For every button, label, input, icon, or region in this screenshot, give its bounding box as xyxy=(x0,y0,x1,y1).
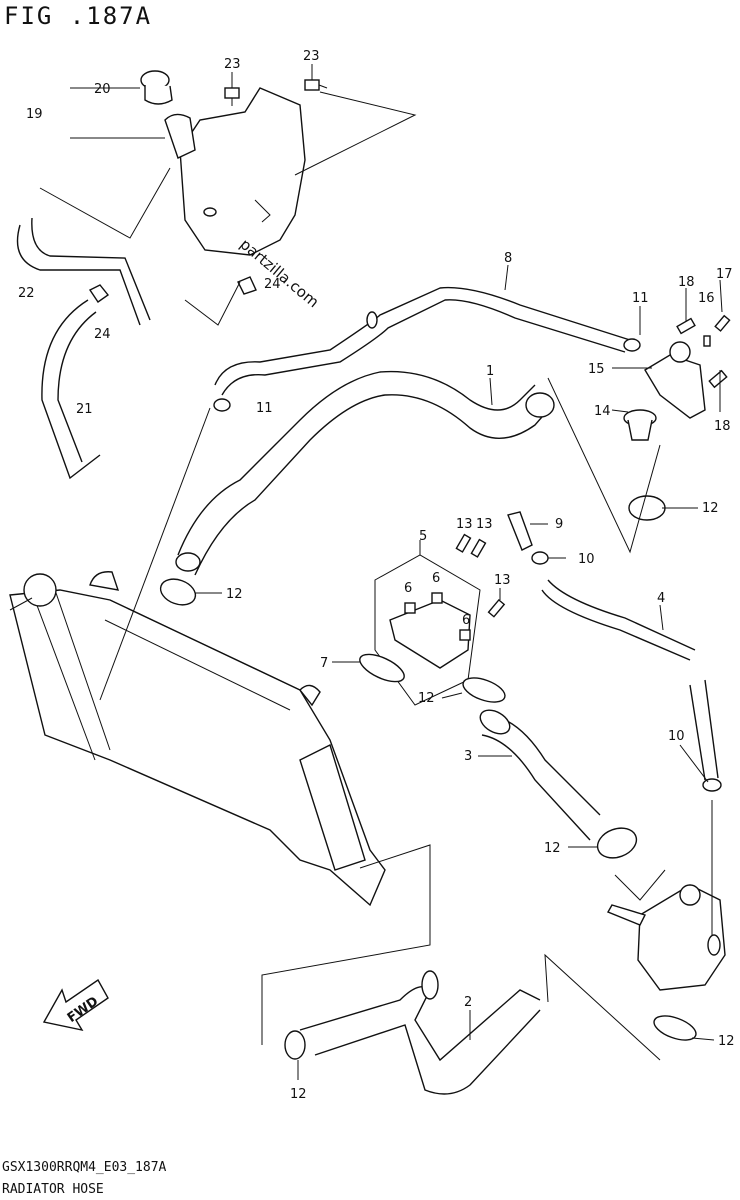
clamp-12-pump xyxy=(653,1015,697,1041)
hose-1-end-b xyxy=(175,552,201,572)
bolts-17-18 xyxy=(676,314,731,389)
callout-6a: 6 xyxy=(432,571,440,586)
leader-lines xyxy=(39,64,723,1080)
callout-12c: 12 xyxy=(418,691,435,706)
clamp-12-low xyxy=(596,827,638,859)
hose-1 xyxy=(177,370,549,576)
hose-4 xyxy=(541,579,696,661)
figure-title: FIG .187A xyxy=(4,2,153,30)
callout-11a: 11 xyxy=(632,291,649,306)
callout-7: 7 xyxy=(320,656,328,671)
callout-23b: 23 xyxy=(303,49,320,64)
callout-12d: 12 xyxy=(544,841,561,856)
hose-8-end xyxy=(366,311,378,329)
callout-14: 14 xyxy=(594,404,611,419)
callout-17: 17 xyxy=(716,267,733,282)
hose-8 xyxy=(214,286,631,396)
callout-23a: 23 xyxy=(224,57,241,72)
hose-2 xyxy=(299,986,541,1095)
callout-9: 9 xyxy=(555,517,563,532)
reservoir-cap xyxy=(140,70,173,105)
clamp-12-top-right xyxy=(628,495,666,521)
reservoir-tank xyxy=(164,87,306,256)
bolts-13 xyxy=(455,533,506,618)
callout-13c: 13 xyxy=(494,573,511,588)
callout-21: 21 xyxy=(76,402,93,417)
clamp-12-top-left xyxy=(159,578,197,606)
callout-4: 4 xyxy=(657,591,665,606)
callout-20: 20 xyxy=(94,82,111,97)
callout-8: 8 xyxy=(504,251,512,266)
callout-12f: 12 xyxy=(290,1087,307,1102)
radiator xyxy=(9,571,386,907)
callout-12e: 12 xyxy=(718,1034,735,1049)
hose-3-end xyxy=(479,709,511,735)
bolt-23-left xyxy=(224,87,240,106)
callout-13b: 13 xyxy=(476,517,493,532)
callout-1: 1 xyxy=(486,364,494,379)
fitting-9 xyxy=(507,511,533,551)
clamp-10-upper xyxy=(531,551,549,565)
callout-13a: 13 xyxy=(456,517,473,532)
callout-24a: 24 xyxy=(264,277,281,292)
o-ring-7 xyxy=(359,653,405,683)
bolt-23-right xyxy=(304,79,328,91)
clip-24 xyxy=(88,276,257,303)
hose-21 xyxy=(41,299,101,480)
thermostat-case xyxy=(389,592,471,669)
callout-12b: 12 xyxy=(226,587,243,602)
hose-22 xyxy=(16,217,151,326)
callout-12a: 12 xyxy=(702,501,719,516)
callout-labels: 1 2 3 4 5 6 6 6 7 8 9 10 10 11 11 12 12 … xyxy=(18,49,735,1102)
clamp-11-left xyxy=(213,398,231,412)
fwd-arrow: FWD xyxy=(42,978,109,1032)
callout-18a: 18 xyxy=(678,275,695,290)
callout-16: 16 xyxy=(698,291,715,306)
callout-2: 2 xyxy=(464,995,472,1010)
clamp-11-top xyxy=(623,338,641,352)
clamp-12-bottom xyxy=(284,1030,306,1060)
callout-3: 3 xyxy=(464,749,472,764)
callout-6c: 6 xyxy=(462,613,470,628)
callout-10a: 10 xyxy=(578,552,595,567)
hose-4-lower xyxy=(689,679,719,781)
callout-15: 15 xyxy=(588,362,605,377)
callout-24b: 24 xyxy=(94,327,111,342)
callout-22: 22 xyxy=(18,286,35,301)
callout-5: 5 xyxy=(419,529,427,544)
callout-6b: 6 xyxy=(404,581,412,596)
water-pump xyxy=(606,884,726,991)
clamp-10-lower xyxy=(702,778,722,792)
thermostat xyxy=(623,409,657,441)
clamp-12-mid xyxy=(462,677,506,703)
callout-18b: 18 xyxy=(714,419,731,434)
hose-2-end xyxy=(421,970,439,1000)
callout-11b: 11 xyxy=(256,401,273,416)
thermostat-housing xyxy=(644,341,706,419)
callout-10b: 10 xyxy=(668,729,685,744)
hose-1-end xyxy=(525,392,555,418)
figure-code: GSX1300RRQM4_E03_187A xyxy=(2,1160,167,1175)
callout-19: 19 xyxy=(26,107,43,122)
figure-caption: RADIATOR HOSE xyxy=(2,1182,104,1197)
